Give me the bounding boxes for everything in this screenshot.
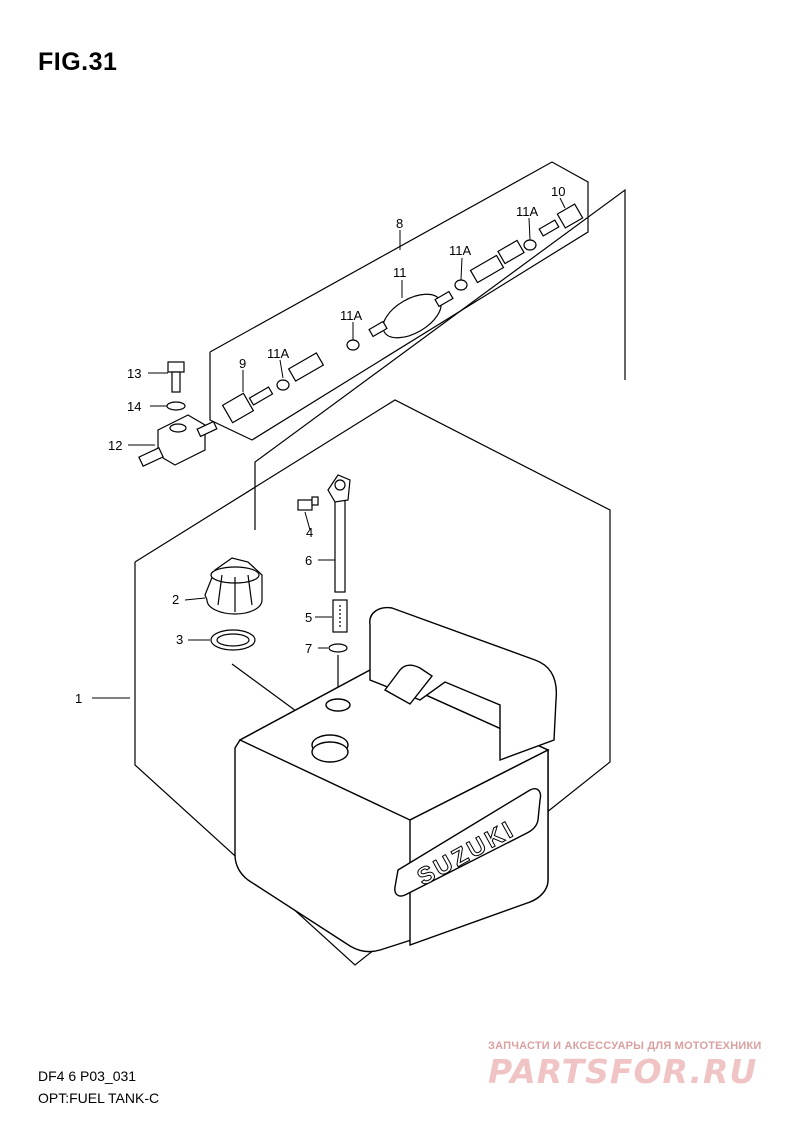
hose-parts — [221, 203, 584, 424]
bolt — [167, 361, 185, 393]
watermark-tagline: ЗАПЧАСТИ И АКСЕССУАРЫ ДЛЯ МОТОТЕХНИКИ — [488, 1040, 762, 1052]
label-part-9: 9 — [239, 356, 246, 371]
label-part-3: 3 — [176, 632, 183, 647]
label-part-8: 8 — [396, 216, 403, 231]
cap-gasket — [210, 629, 256, 651]
label-part-10: 10 — [551, 184, 565, 199]
pickup-tube — [327, 474, 351, 593]
hose-assembly-bracket — [209, 161, 589, 441]
label-part-7: 7 — [305, 641, 312, 656]
label-part-11a-1: 11A — [267, 346, 289, 361]
tank-assembly-bracket — [134, 399, 611, 966]
fuel-tank — [234, 606, 558, 953]
label-part-12: 12 — [108, 438, 122, 453]
label-part-6: 6 — [305, 553, 312, 568]
label-part-13: 13 — [127, 366, 141, 381]
label-part-2: 2 — [172, 592, 179, 607]
model-code: DF4 6 P03_031 — [38, 1068, 137, 1084]
label-part-11a-2: 11A — [340, 308, 362, 323]
watermark: ЗАПЧАСТИ И АКСЕССУАРЫ ДЛЯ МОТОТЕХНИКИ PA… — [488, 1040, 788, 1091]
label-part-11a-3: 11A — [449, 243, 471, 258]
figure-title: FIG.31 — [38, 48, 118, 76]
pickup-bracket — [254, 188, 626, 530]
label-part-1: 1 — [75, 691, 82, 706]
connector-4 — [297, 496, 319, 511]
label-part-11a-4: 11A — [516, 204, 538, 219]
section-name: OPT:FUEL TANK-C — [38, 1090, 160, 1106]
label-part-4: 4 — [306, 525, 313, 540]
fuel-cap — [204, 557, 263, 615]
label-part-14: 14 — [127, 399, 141, 414]
watermark-brand: PARTSFOR.RU — [488, 1052, 758, 1091]
label-part-5: 5 — [305, 610, 312, 625]
o-ring — [328, 643, 348, 653]
washer — [166, 401, 186, 411]
fuel-filter — [332, 599, 348, 633]
tank-fitting — [138, 414, 218, 467]
label-part-11: 11 — [393, 265, 407, 280]
